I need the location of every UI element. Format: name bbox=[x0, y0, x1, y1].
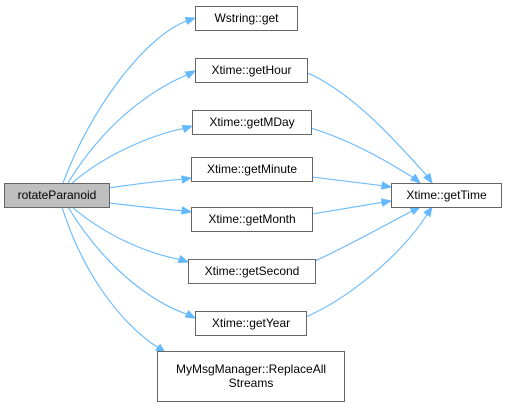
edge-line bbox=[67, 206, 190, 316]
edge-line bbox=[62, 19, 190, 184]
edge-line bbox=[108, 178, 186, 189]
node-box[interactable] bbox=[195, 58, 308, 83]
edge-line bbox=[71, 127, 187, 184]
edge-arrowhead bbox=[423, 205, 433, 218]
edge-line bbox=[305, 212, 429, 318]
edge-line bbox=[311, 176, 386, 187]
node-getmday[interactable]: Xtime::getMDay bbox=[192, 110, 312, 135]
node-label: Wstring::get bbox=[214, 11, 279, 25]
node-label: Xtime::getMonth bbox=[208, 212, 295, 226]
edge-arrowhead bbox=[409, 173, 422, 184]
node-label: Xtime::getTime bbox=[406, 188, 487, 202]
edge-arrowhead bbox=[180, 175, 193, 184]
node-label: Xtime::getYear bbox=[212, 316, 290, 330]
nodes-layer: rotateParanoid Wstring::getXtime::getHour… bbox=[4, 6, 502, 402]
node-box[interactable] bbox=[188, 259, 316, 284]
edge-getsecond-to-gettime bbox=[314, 206, 422, 262]
node-box[interactable] bbox=[4, 183, 110, 208]
node-label: Streams bbox=[229, 376, 274, 390]
edge-line bbox=[108, 202, 186, 212]
edge-line bbox=[71, 206, 183, 261]
edge-root-to-getminute bbox=[108, 175, 193, 189]
node-box[interactable] bbox=[391, 183, 502, 208]
edge-getmonth-to-gettime bbox=[311, 198, 393, 215]
node-label: Xtime::getHour bbox=[211, 63, 291, 77]
edge-line bbox=[310, 127, 415, 179]
node-wstring_get[interactable]: Wstring::get bbox=[195, 6, 298, 31]
edge-getminute-to-gettime bbox=[311, 176, 393, 190]
node-box[interactable] bbox=[191, 207, 313, 232]
node-box[interactable] bbox=[195, 6, 298, 31]
edge-root-to-getyear bbox=[67, 206, 197, 319]
node-box[interactable] bbox=[157, 351, 345, 402]
edge-root-to-replaceall bbox=[61, 206, 167, 354]
node-getminute[interactable]: Xtime::getMinute bbox=[191, 157, 313, 182]
edge-arrowhead bbox=[409, 206, 422, 216]
edge-line bbox=[314, 209, 415, 262]
node-label: rotateParanoid bbox=[18, 188, 97, 202]
edges-layer bbox=[61, 16, 433, 354]
node-getsecond[interactable]: Xtime::getSecond bbox=[188, 259, 316, 284]
edge-arrowhead bbox=[177, 254, 190, 264]
edge-gethour-to-gettime bbox=[304, 71, 433, 185]
edge-root-to-getsecond bbox=[71, 206, 190, 264]
edge-root-to-wstring_get bbox=[62, 16, 197, 184]
edge-line bbox=[67, 73, 190, 184]
edge-root-to-getmday bbox=[71, 124, 194, 184]
edge-line bbox=[304, 71, 429, 178]
edge-arrowhead bbox=[423, 172, 433, 185]
edge-line bbox=[61, 206, 161, 350]
node-gethour[interactable]: Xtime::getHour bbox=[195, 58, 308, 83]
node-label: Xtime::getMinute bbox=[207, 162, 297, 176]
edge-getyear-to-gettime bbox=[305, 205, 433, 318]
edge-arrowhead bbox=[380, 198, 393, 207]
node-label: Xtime::getMDay bbox=[209, 115, 294, 129]
edge-getmday-to-gettime bbox=[310, 127, 422, 184]
node-label: Xtime::getSecond bbox=[205, 264, 300, 278]
edge-root-to-gethour bbox=[67, 70, 197, 184]
node-gettime[interactable]: Xtime::getTime bbox=[391, 183, 502, 208]
edge-arrowhead bbox=[184, 70, 197, 80]
edge-arrowhead bbox=[184, 16, 197, 26]
node-label: MyMsgManager::ReplaceAll bbox=[176, 362, 326, 376]
edge-arrowhead bbox=[380, 181, 393, 190]
edge-root-to-getmonth bbox=[108, 202, 193, 215]
edge-arrowhead bbox=[181, 124, 194, 134]
node-getyear[interactable]: Xtime::getYear bbox=[195, 311, 307, 336]
node-box[interactable] bbox=[191, 157, 313, 182]
node-box[interactable] bbox=[195, 311, 307, 336]
edge-line bbox=[311, 201, 386, 215]
edge-arrowhead bbox=[184, 309, 197, 319]
edge-arrowhead bbox=[180, 206, 193, 215]
node-getmonth[interactable]: Xtime::getMonth bbox=[191, 207, 313, 232]
node-root[interactable]: rotateParanoid bbox=[4, 183, 110, 208]
node-box[interactable] bbox=[192, 110, 312, 135]
